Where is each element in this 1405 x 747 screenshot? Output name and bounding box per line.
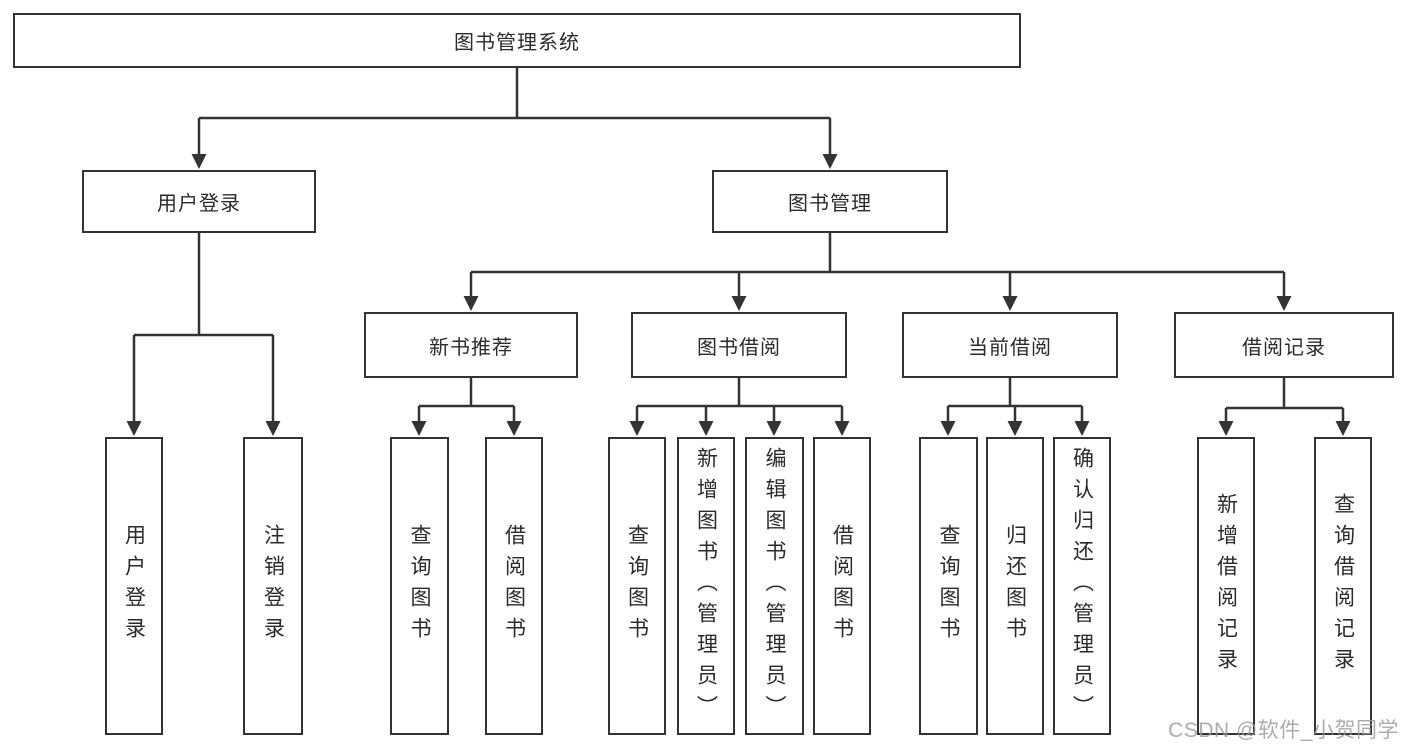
node-label: 用户登录 — [157, 193, 241, 215]
node-label: 新书推荐 — [429, 336, 513, 359]
node-label: 查询借阅记录 — [1331, 493, 1355, 679]
node-label: 借阅图书 — [830, 524, 854, 648]
leaf-add-books-admin: 新增图书（管理员） — [677, 437, 735, 735]
node-label: 借阅图书 — [502, 524, 526, 648]
leaf-query-books-current: 查询图书 — [919, 437, 978, 735]
node-user-login: 用户登录 — [82, 170, 316, 233]
node-library-management-system: 图书管理系统 — [13, 13, 1021, 68]
node-label: 图书借阅 — [697, 336, 781, 359]
leaf-logout: 注销登录 — [243, 437, 303, 735]
node-label: 归还图书 — [1003, 524, 1027, 648]
leaf-user-login: 用户登录 — [105, 437, 163, 735]
leaf-query-books-recommend: 查询图书 — [390, 437, 449, 735]
node-new-book-recommend: 新书推荐 — [364, 312, 578, 378]
node-book-borrowing: 图书借阅 — [631, 312, 847, 378]
node-label: 新增借阅记录 — [1214, 493, 1238, 679]
node-label: 注销登录 — [261, 524, 285, 648]
node-label: 借阅记录 — [1242, 336, 1326, 359]
node-label: 用户登录 — [122, 524, 146, 648]
leaf-return-books: 归还图书 — [986, 437, 1044, 735]
node-label: 图书管理系统 — [454, 32, 580, 54]
node-label: 当前借阅 — [968, 336, 1052, 359]
leaf-confirm-return-admin: 确认归还（管理员） — [1053, 437, 1111, 735]
leaf-query-books-borrowing: 查询图书 — [608, 437, 666, 735]
leaf-query-borrow-record: 查询借阅记录 — [1314, 437, 1372, 735]
node-label: 查询图书 — [625, 524, 649, 648]
node-current-borrowing: 当前借阅 — [902, 312, 1118, 378]
leaf-borrow-books: 借阅图书 — [813, 437, 871, 735]
leaf-borrow-books-recommend: 借阅图书 — [485, 437, 543, 735]
node-label: 确认归还（管理员） — [1070, 446, 1094, 726]
node-borrowing-records: 借阅记录 — [1174, 312, 1394, 378]
node-book-management: 图书管理 — [712, 170, 948, 233]
node-label: 查询图书 — [937, 524, 960, 648]
node-label: 查询图书 — [408, 524, 431, 648]
node-label: 新增图书（管理员） — [694, 446, 718, 726]
node-label: 编辑图书（管理员） — [763, 446, 786, 726]
leaf-edit-books-admin: 编辑图书（管理员） — [745, 437, 804, 735]
leaf-add-borrow-record: 新增借阅记录 — [1197, 437, 1255, 735]
csdn-watermark: CSDN @软件_小贺同学 — [1168, 719, 1399, 742]
node-label: 图书管理 — [788, 193, 872, 215]
